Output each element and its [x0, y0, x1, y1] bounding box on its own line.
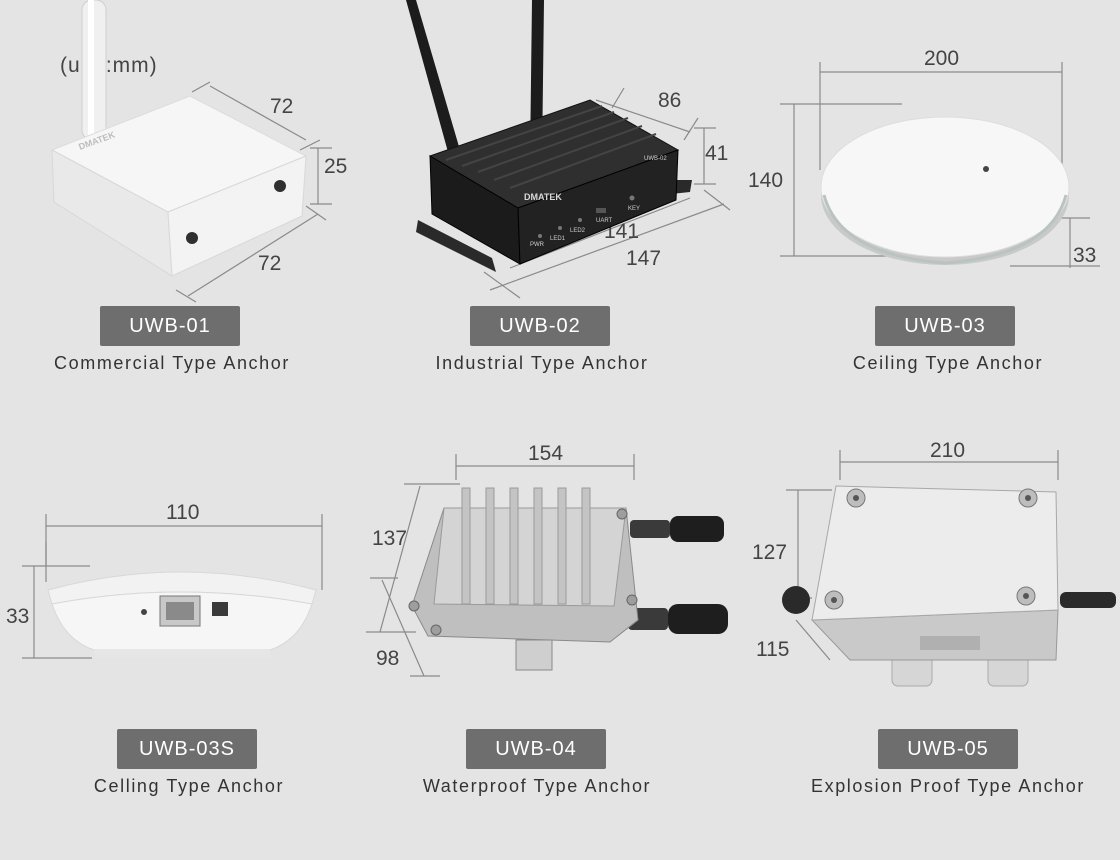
dim-uwb01-depth: 72 — [270, 95, 294, 118]
uwb04-caption: Waterproof Type Anchor — [422, 776, 652, 796]
dim-uwb03s-height: 33 — [6, 605, 30, 628]
uwb03-device-image — [820, 116, 1070, 265]
uwb02-logo: DMATEK — [524, 192, 562, 202]
dim-uwb04-width: 154 — [528, 442, 564, 465]
dim-uwb02-depth: 86 — [658, 89, 682, 112]
dim-uwb01-height: 25 — [324, 155, 348, 178]
uwb01-caption: Commercial Type Anchor — [54, 353, 290, 373]
dim-uwb01-width: 72 — [258, 252, 282, 275]
uwb03-caption: Ceiling Type Anchor — [852, 353, 1044, 373]
uwb02-label-led1: LED1 — [550, 236, 566, 242]
dim-uwb05-height: 115 — [756, 638, 790, 661]
uwb02-device-image: DMATEK PWR LED1 LED2 UART KEY UWB-02 — [406, 0, 692, 272]
uwb03s-model-badge: UWB-03S — [117, 729, 257, 769]
dim-uwb02-height: 41 — [705, 142, 729, 165]
uwb03s-caption: Celling Type Anchor — [93, 776, 285, 796]
uwb02-model-badge: UWB-02 — [470, 306, 610, 346]
dim-uwb03s-diameter: 110 — [166, 501, 200, 524]
uwb03-model-badge: UWB-03 — [875, 306, 1015, 346]
dim-uwb03-depth: 140 — [748, 169, 784, 192]
uwb02-label-led2: LED2 — [570, 228, 586, 234]
uwb02-label-key: KEY — [628, 206, 640, 212]
uwb03s-device-image — [47, 571, 317, 658]
uwb05-device-image — [782, 485, 1116, 687]
dim-uwb04-height: 98 — [376, 647, 400, 670]
dim-uwb05-width: 210 — [930, 439, 966, 462]
uwb02-label-model: UWB-02 — [644, 156, 667, 162]
dim-uwb05-depth: 127 — [752, 541, 788, 564]
uwb05-caption: Explosion Proof Type Anchor — [810, 776, 1085, 796]
uwb05-model-badge: UWB-05 — [878, 729, 1018, 769]
uwb02-label-uart: UART — [596, 218, 613, 224]
uwb02-caption: Industrial Type Anchor — [435, 353, 649, 373]
uwb01-device-image: DMATEK — [50, 0, 308, 277]
dim-uwb03-height: 33 — [1073, 244, 1097, 267]
uwb04-model-badge: UWB-04 — [466, 729, 606, 769]
uwb01-model-badge: UWB-01 — [100, 306, 240, 346]
dim-uwb02-outer-width: 147 — [626, 247, 662, 270]
uwb02-label-pwr: PWR — [530, 242, 545, 248]
dim-uwb04-depth: 137 — [372, 527, 408, 550]
dim-uwb03-diameter: 200 — [924, 47, 960, 70]
uwb04-device-image — [408, 487, 728, 671]
